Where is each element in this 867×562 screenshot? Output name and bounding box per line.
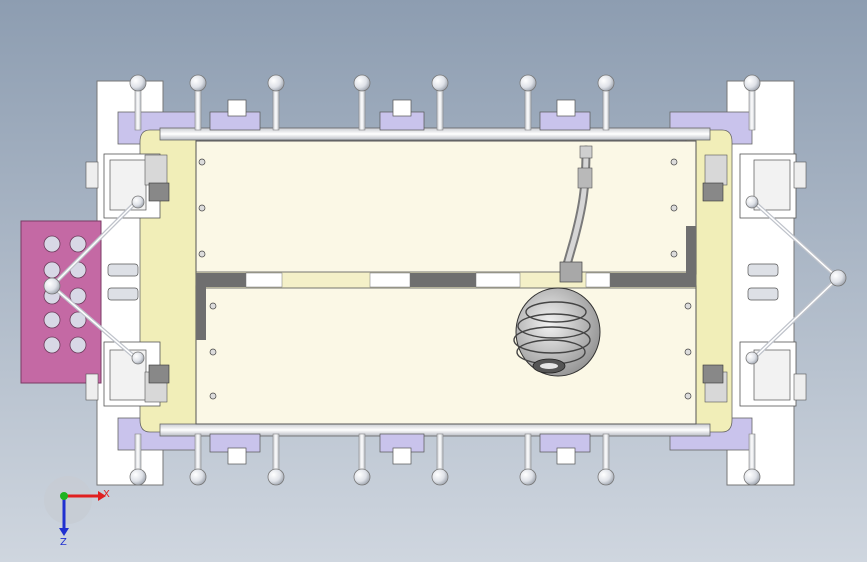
coordinate-triad[interactable]: X Z [44,476,110,548]
left-mid-pins [107,263,139,301]
locating-pin[interactable] [597,74,615,486]
top-rail[interactable] [159,127,711,141]
locating-pin[interactable] [743,74,761,486]
x-axis-label: X [103,489,110,500]
panel-screws [198,158,692,400]
panel-lower[interactable] [195,285,697,425]
triad-origin [44,476,92,524]
locating-pin[interactable] [189,74,207,486]
z-axis-label: Z [60,537,67,548]
locating-pin[interactable] [129,74,147,486]
tie-rod-joints[interactable] [43,195,847,365]
right-mid-pins [747,263,779,301]
locating-pin[interactable] [353,74,371,486]
locating-pin[interactable] [431,74,449,486]
left-magenta-bracket[interactable] [20,220,102,384]
locating-pins[interactable] [129,74,761,486]
rail-mount-blocks [209,111,591,453]
sensor-bell[interactable] [515,287,601,377]
y-axis-dot [60,492,68,500]
right-clamp-body[interactable] [685,129,733,433]
separator-dark-segments [196,273,696,287]
rail-mount-caps [227,99,576,465]
locating-pin[interactable] [519,74,537,486]
separator-white-segments [245,272,611,288]
locating-pin[interactable] [267,74,285,486]
panel-upper[interactable] [195,140,697,275]
sensor-probe[interactable] [513,145,601,377]
tie-rod-highlights [51,199,839,361]
main-panel[interactable] [195,140,697,425]
frame-rails[interactable] [159,127,711,437]
